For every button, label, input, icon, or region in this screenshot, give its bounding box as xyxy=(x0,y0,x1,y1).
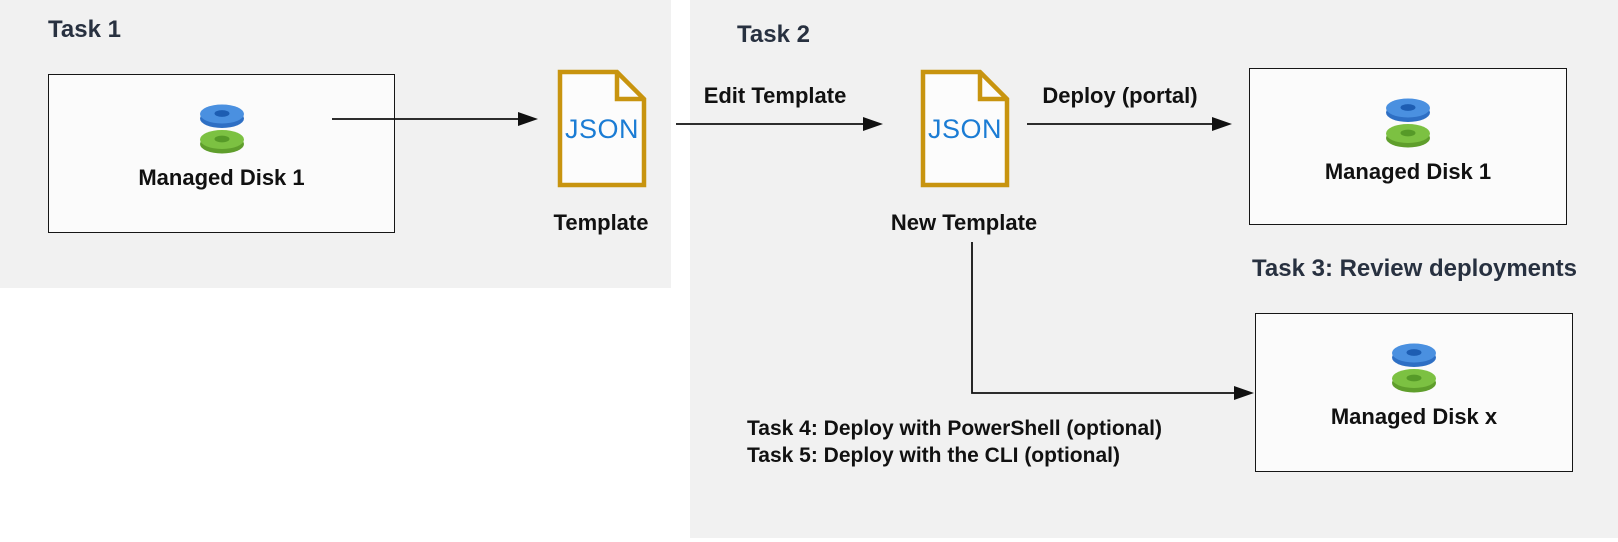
task4-label: Task 4: Deploy with PowerShell (optional… xyxy=(747,417,1162,440)
disk-box-label: Managed Disk x xyxy=(1330,404,1498,429)
managed-disk-icon xyxy=(199,104,244,154)
task2-title: Task 2 xyxy=(737,21,810,48)
disk-box-deployed-1: Managed Disk 1 xyxy=(1249,68,1567,225)
disk-box-label: Managed Disk 1 xyxy=(1324,159,1492,184)
json-file-icon: JSON xyxy=(920,69,1010,188)
new-template-label: New Template xyxy=(890,210,1038,235)
json-icon-text: JSON xyxy=(928,114,1002,144)
disk-box-deployed-x: Managed Disk x xyxy=(1255,313,1573,472)
managed-disk-icon xyxy=(1386,98,1430,148)
task1-title: Task 1 xyxy=(48,16,121,43)
disk-box-label: Managed Disk 1 xyxy=(138,165,305,190)
task45-block: Task 4: Deploy with PowerShell (optional… xyxy=(747,415,1162,469)
template-label: Template xyxy=(553,210,649,235)
task3-heading: Task 3: Review deployments xyxy=(1252,255,1578,282)
managed-disk-icon xyxy=(1392,343,1436,393)
task5-label: Task 5: Deploy with the CLI (optional) xyxy=(747,444,1120,467)
json-file-icon: JSON xyxy=(557,69,647,188)
deploy-portal-label: Deploy (portal) xyxy=(1042,83,1198,108)
json-icon-text: JSON xyxy=(565,114,639,144)
edit-template-label: Edit Template xyxy=(703,83,847,108)
disk-box-task1: Managed Disk 1 xyxy=(48,74,395,233)
